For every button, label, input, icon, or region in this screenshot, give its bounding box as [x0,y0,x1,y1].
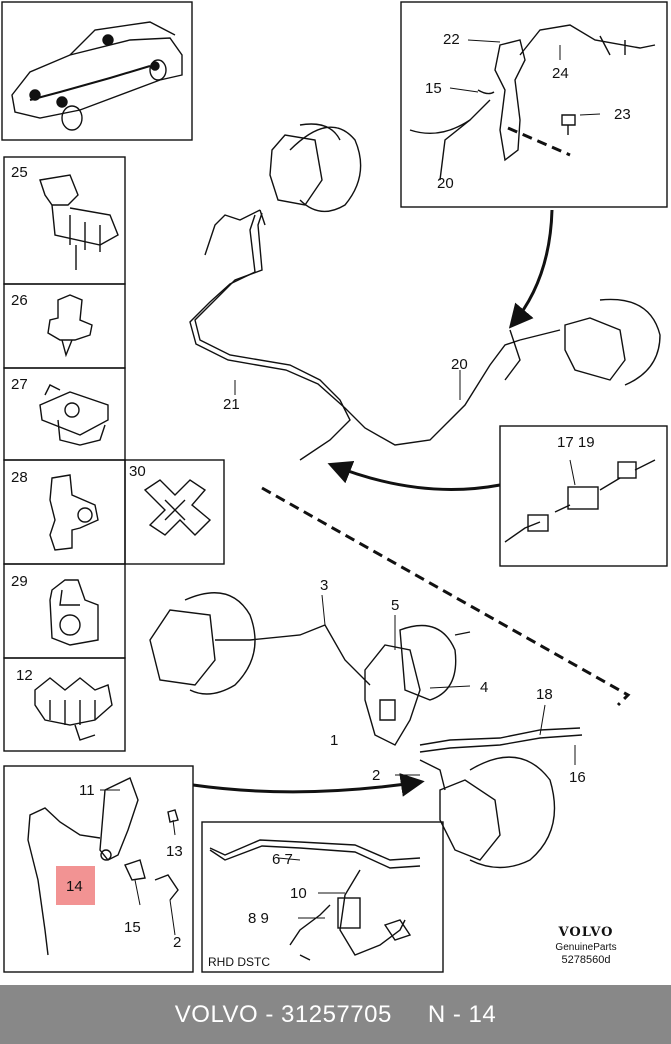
callout-30: 30 [129,463,146,480]
callout-14: 14 [66,878,83,895]
brand-subtitle: GenuineParts [555,942,617,953]
callout-2-mid: 2 [372,767,380,784]
callout-28: 28 [11,469,28,486]
callout-11: 11 [79,782,95,799]
callout-10: 10 [290,885,307,902]
clip-30-drawing [143,479,212,536]
highlight-part-14 [56,866,95,905]
drawing-code: 5278560d [561,954,611,966]
callout-20-top: 20 [437,175,454,192]
callout-22: 22 [443,31,460,48]
rear-right-brake-assembly [504,298,661,386]
clip-panels [3,156,225,752]
inset-caption: RHD DSTC [208,955,270,969]
rear-left-brake-assembly [204,123,362,256]
callout-24: 24 [552,65,569,82]
clip-27-drawing [39,384,109,446]
callout-23: 23 [614,106,631,123]
brake-lines-diagram: 22 15 24 23 20 25 26 27 28 30 29 12 20 2… [1,1,668,973]
brand-name: VOLVO [558,925,614,940]
callout-8-9: 8 9 [248,910,269,927]
front-left-brake-assembly [149,592,371,695]
callout-27: 27 [11,376,28,393]
front-right-brake-assembly [419,727,583,869]
rhd-dstc-inset [201,821,444,973]
clip-29-drawing [49,579,99,646]
callout-2-bottom: 2 [173,934,181,951]
brand-block: VOLVO GenuineParts 5278560d [531,925,641,966]
rear-hose-inset [400,1,668,208]
dashed-boundary [261,486,631,707]
brake-line-20 [519,329,561,341]
callout-29: 29 [11,573,28,590]
clip-26-drawing [47,294,93,358]
callout-26: 26 [11,292,28,309]
brake-line-21 [194,212,351,461]
clip-25-drawing [39,174,119,270]
front-hose-inset [3,765,194,973]
callout-20-mid: 20 [451,356,468,373]
callout-4: 4 [480,679,488,696]
arrow-connector-inset [327,460,501,491]
abs-control-unit [364,624,471,746]
callout-1: 1 [330,732,338,749]
connector-inset [499,425,668,567]
callout-18: 18 [536,686,553,703]
callout-15-top: 15 [425,80,442,97]
callout-3: 3 [320,577,328,594]
clip-12-drawing [34,677,113,741]
footer-bar: VOLVO - 31257705 N - 14 [0,985,671,1044]
brake-line-21-b [189,214,521,446]
callout-12: 12 [16,667,33,684]
callout-25: 25 [11,164,28,181]
callout-6-7: 6 7 [272,851,293,868]
callout-21: 21 [223,396,240,413]
arrow-rear-inset [508,209,554,329]
car-overview-thumbnail [1,1,193,141]
leader-lines [100,39,601,936]
callout-17-19: 17 19 [557,434,595,451]
callout-15-bottom: 15 [124,919,141,936]
callout-16: 16 [569,769,586,786]
footer-part-number: VOLVO - 31257705 [174,1000,392,1028]
footer-position: N - 14 [427,1000,497,1028]
callout-13: 13 [166,843,183,860]
callout-5: 5 [391,597,399,614]
clip-28-drawing [49,474,99,551]
arrow-front-inset [192,772,425,797]
